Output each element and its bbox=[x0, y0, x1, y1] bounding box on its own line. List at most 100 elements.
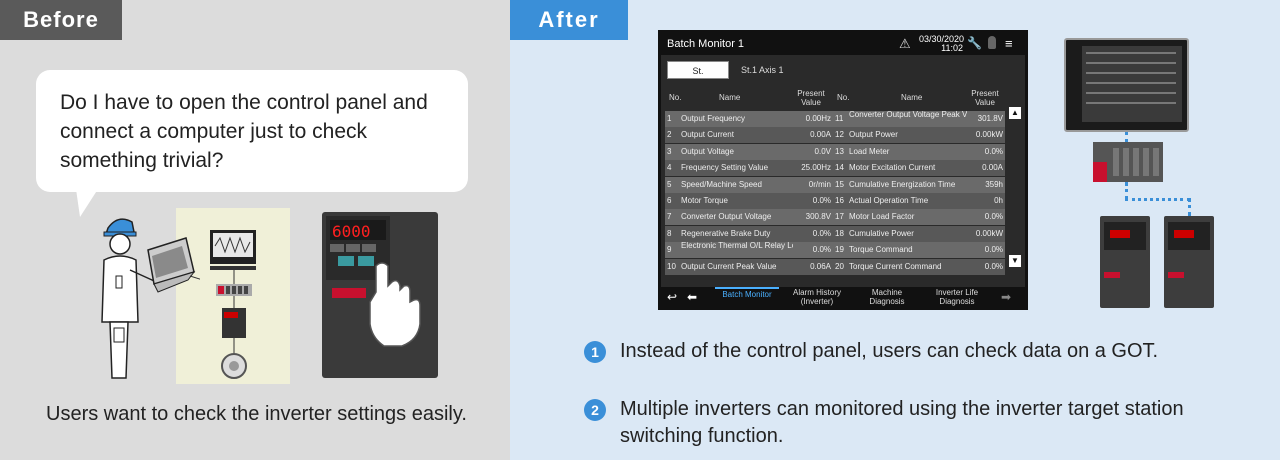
row-value: 0.00A bbox=[982, 163, 1003, 173]
row-name: Speed/Machine Speed bbox=[681, 179, 762, 189]
inverter-panel bbox=[1104, 222, 1146, 250]
control-panel-illustration bbox=[210, 230, 256, 379]
row-value: 0.00kW bbox=[975, 228, 1003, 238]
row-no: 20 bbox=[835, 261, 844, 271]
row-name: Torque Command bbox=[849, 245, 913, 255]
row-name: Frequency Setting Value bbox=[681, 163, 769, 173]
row-value: 0.0V bbox=[814, 146, 831, 156]
station-info: St.1 Axis 1 bbox=[741, 65, 784, 75]
speech-bubble-tail bbox=[76, 189, 98, 217]
got-device-line bbox=[1086, 102, 1176, 104]
row-no: 11 bbox=[835, 114, 844, 123]
row-value: 0.0% bbox=[812, 245, 831, 255]
scroll-down-button[interactable]: ▼ bbox=[1009, 255, 1021, 267]
row-name: Converter Output Voltage Peak Value bbox=[849, 111, 967, 119]
lamp-icon bbox=[988, 36, 996, 49]
row-name: Motor Excitation Current bbox=[849, 163, 936, 173]
header-name-left: Name bbox=[719, 93, 741, 102]
plc-cpu-module bbox=[1093, 162, 1107, 182]
table-row: 9 Electronic Thermal O/L Relay Load Facto… bbox=[665, 242, 1005, 259]
connection-line bbox=[1125, 198, 1190, 201]
got-time: 11:02 bbox=[941, 43, 963, 53]
row-value: 0.0% bbox=[984, 146, 1003, 156]
got-datetime: 03/30/2020 11:02 bbox=[919, 35, 964, 53]
row-value: 0.00kW bbox=[975, 130, 1003, 140]
header-no-right: No. bbox=[837, 93, 850, 102]
inverter-led bbox=[1174, 230, 1194, 238]
station-button[interactable]: St. bbox=[667, 61, 729, 79]
row-value: 0.0% bbox=[984, 245, 1003, 255]
row-value: 0h bbox=[994, 196, 1003, 205]
menu-icon[interactable]: ≡ bbox=[1005, 36, 1013, 51]
inverter-panel bbox=[1168, 222, 1210, 250]
arrow-left-icon[interactable]: ⬅ bbox=[687, 290, 698, 304]
table-row: 6 Motor Torque 0.0% 16 Actual Operation Time… bbox=[665, 193, 1005, 209]
control-panel-wall bbox=[176, 208, 290, 384]
tab-alarm-history[interactable]: Alarm History (Inverter) bbox=[792, 288, 841, 306]
row-no: 13 bbox=[835, 146, 844, 156]
header-no-left: No. bbox=[669, 93, 682, 102]
plc-slot bbox=[1143, 148, 1149, 176]
row-no: 7 bbox=[667, 212, 672, 222]
got-device-illustration bbox=[1064, 38, 1189, 132]
row-name: Motor Torque bbox=[681, 196, 728, 205]
tab-batch-monitor[interactable]: Batch Monitor bbox=[715, 287, 779, 307]
connection-line bbox=[1188, 198, 1191, 216]
row-value: 0.06A bbox=[810, 261, 831, 271]
row-value: 0.0% bbox=[984, 212, 1003, 222]
row-name: Output Power bbox=[849, 130, 898, 140]
row-no: 18 bbox=[835, 228, 844, 238]
warning-icon[interactable]: ⚠ bbox=[899, 36, 911, 51]
row-no: 16 bbox=[835, 196, 844, 205]
before-tag: Before bbox=[0, 0, 122, 40]
wrench-icon[interactable]: 🔧 bbox=[967, 36, 982, 50]
worker-illustration bbox=[101, 218, 200, 379]
speech-bubble: Do I have to open the control panel and … bbox=[36, 70, 468, 192]
row-value: 0r/min bbox=[808, 179, 831, 189]
benefit-text-1: Instead of the control panel, users can … bbox=[620, 340, 1159, 362]
row-name: Converter Output Voltage bbox=[681, 212, 772, 222]
back-icon[interactable]: ↩ bbox=[667, 290, 678, 304]
before-panel: Before Do I have to open the control pan… bbox=[0, 0, 510, 460]
scroll-up-button[interactable]: ▲ bbox=[1009, 107, 1021, 119]
tab-inverter-life-diagnosis[interactable]: Inverter Life Diagnosis bbox=[935, 288, 979, 306]
row-no: 6 bbox=[667, 196, 672, 205]
connection-line bbox=[1125, 182, 1128, 200]
benefit-number-1: 1 bbox=[584, 341, 606, 363]
row-name: Motor Load Factor bbox=[849, 212, 915, 222]
arrow-right-icon[interactable]: ➡ bbox=[1001, 290, 1012, 304]
row-value: 301.8V bbox=[977, 114, 1003, 123]
row-no: 4 bbox=[667, 163, 672, 173]
row-value: 0.0% bbox=[812, 196, 831, 205]
row-value: 359h bbox=[985, 179, 1003, 189]
row-no: 12 bbox=[835, 130, 844, 140]
row-name: Load Meter bbox=[849, 146, 890, 156]
after-tag: After bbox=[510, 0, 628, 40]
inverter-device-1 bbox=[1100, 216, 1150, 308]
row-value: 25.00Hz bbox=[801, 163, 831, 173]
after-panel: After Batch Monitor 1 ⚠ 03/30/2020 11:02… bbox=[510, 0, 1280, 460]
row-name: Output Voltage bbox=[681, 146, 734, 156]
row-no: 19 bbox=[835, 245, 844, 255]
plc-slot bbox=[1133, 148, 1139, 176]
header-value-left: Present Value bbox=[797, 89, 825, 107]
row-no: 5 bbox=[667, 179, 672, 189]
plc-slot bbox=[1123, 148, 1129, 176]
row-name: Actual Operation Time bbox=[849, 196, 929, 205]
got-device-line bbox=[1086, 82, 1176, 84]
row-no: 9 bbox=[667, 245, 672, 255]
speech-bubble-text: Do I have to open the control panel and … bbox=[60, 91, 428, 172]
row-name: Electronic Thermal O/L Relay Load Factor bbox=[681, 242, 793, 251]
got-device-line bbox=[1086, 92, 1176, 94]
tab-machine-diagnosis[interactable]: Machine Diagnosis bbox=[869, 288, 905, 306]
inverter-illustration: 6000 bbox=[322, 212, 438, 378]
connection-line bbox=[1125, 132, 1128, 142]
